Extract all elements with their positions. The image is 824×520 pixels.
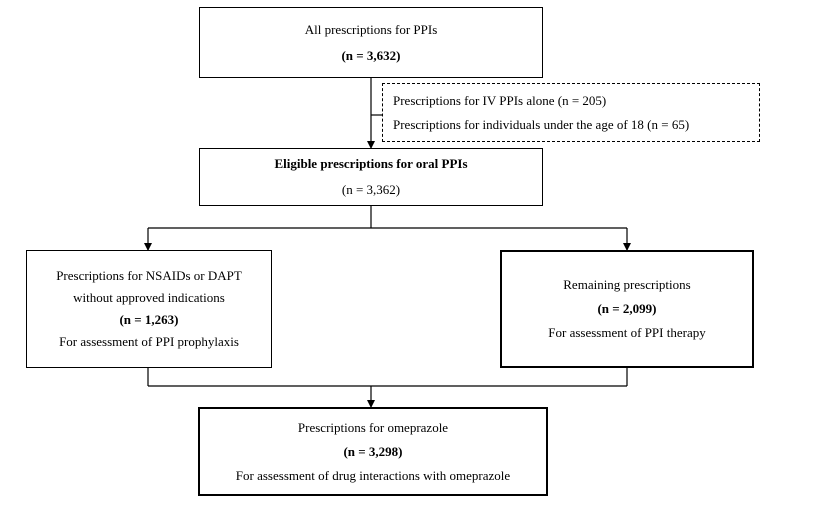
omeprazole-title: Prescriptions for omeprazole bbox=[297, 419, 449, 435]
remaining-purpose: For assessment of PPI therapy bbox=[548, 325, 706, 340]
nsaids-count: (n = 1,263) bbox=[119, 312, 179, 327]
exclusion-box: Prescriptions for IV PPIs alone (n = 205… bbox=[382, 83, 760, 142]
all-prescriptions-count: (n = 3,632) bbox=[341, 47, 401, 63]
eligible-count: (n = 3,362) bbox=[341, 182, 401, 197]
exclusion-minors: Prescriptions for individuals under the … bbox=[393, 116, 690, 132]
eligible-title: Eligible prescriptions for oral PPIs bbox=[274, 156, 468, 171]
omeprazole-purpose: For assessment of drug interactions with… bbox=[235, 467, 511, 483]
all-prescriptions-title: All prescriptions for PPIs bbox=[304, 21, 438, 37]
nsaids-purpose: For assessment of PPI prophylaxis bbox=[59, 334, 239, 349]
exclusion-iv: Prescriptions for IV PPIs alone (n = 205… bbox=[393, 92, 607, 108]
nsaids-line1: Prescriptions for NSAIDs or DAPT bbox=[56, 268, 242, 283]
nsaids-line2: without approved indications bbox=[73, 290, 225, 305]
remaining-title: Remaining prescriptions bbox=[563, 277, 691, 292]
all-prescriptions-box: All prescriptions for PPIs (n = 3,632) bbox=[199, 7, 543, 78]
remaining-count: (n = 2,099) bbox=[597, 301, 657, 316]
omeprazole-box: Prescriptions for omeprazole (n = 3,298)… bbox=[198, 407, 548, 496]
remaining-box: Remaining prescriptions (n = 2,099) For … bbox=[500, 250, 754, 368]
nsaids-dapt-box: Prescriptions for NSAIDs or DAPT without… bbox=[26, 250, 272, 368]
eligible-box: Eligible prescriptions for oral PPIs (n … bbox=[199, 148, 543, 206]
omeprazole-count: (n = 3,298) bbox=[343, 443, 403, 459]
